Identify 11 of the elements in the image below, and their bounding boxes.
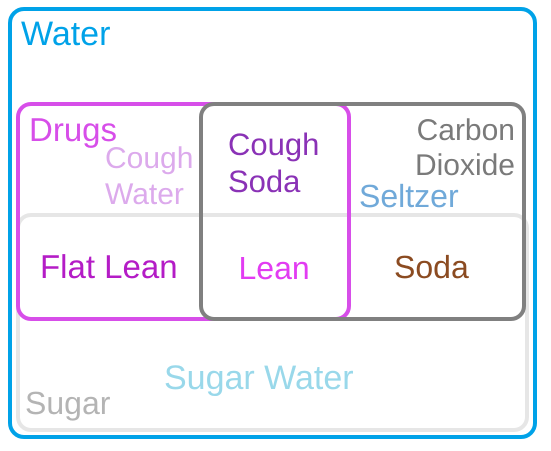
overlap-label: Flat Lean	[40, 250, 178, 284]
overlap-label: Sugar Water	[164, 360, 354, 395]
category-box	[8, 7, 537, 439]
category-label: Water	[21, 17, 110, 52]
overlap-label: Cough Soda	[228, 126, 320, 201]
category-box	[16, 213, 529, 432]
category-box	[16, 102, 351, 321]
category-label: Sugar	[25, 387, 110, 420]
category-box	[199, 102, 526, 321]
overlap-label: Soda	[394, 250, 469, 283]
overlap-label: Lean	[238, 252, 310, 284]
